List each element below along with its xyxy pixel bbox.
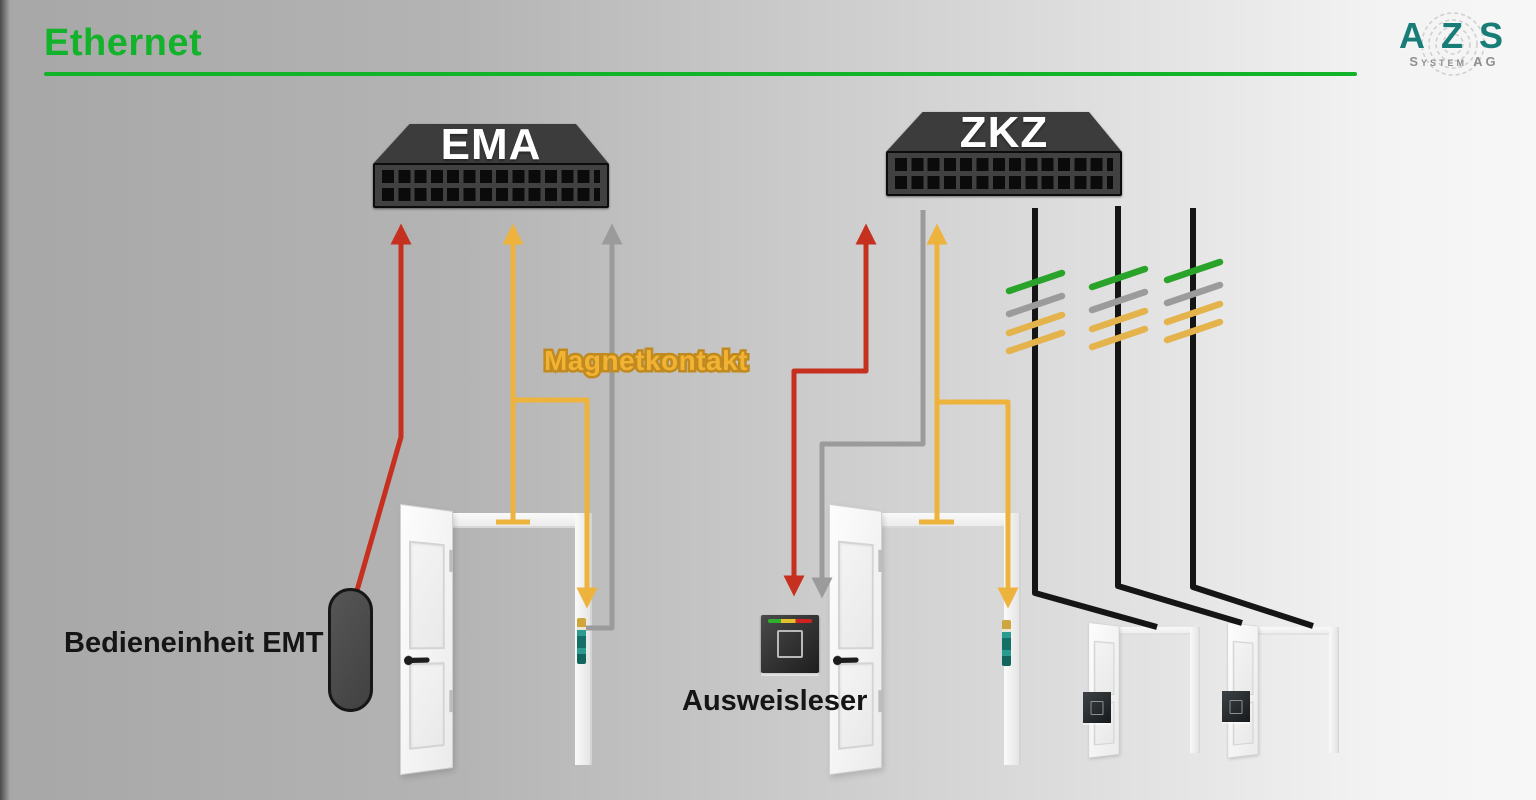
door-contact-zkz — [1002, 620, 1011, 666]
page-title: Ethernet — [44, 22, 203, 64]
bedieneinheit-device — [328, 588, 373, 712]
card-reader — [761, 615, 819, 673]
switch-ema-label: EMA — [440, 120, 542, 169]
wire-ema-bedieneinheit — [353, 223, 412, 595]
logo-subtitle-text: System AG — [1409, 54, 1499, 69]
trunk-line-2 — [1115, 206, 1243, 626]
card-reader-small-2 — [1222, 691, 1250, 722]
wire-zkz-ausweisleser — [783, 223, 877, 597]
fingerprint-icon — [1421, 12, 1485, 76]
door-contact-ema — [577, 618, 586, 664]
company-logo: AZS System AG — [1386, 12, 1522, 90]
wire-zkz-contact-branch — [937, 399, 1019, 609]
door-small-2 — [1227, 622, 1339, 759]
switch-zkz: ZKZ — [886, 108, 1122, 196]
port-row — [382, 188, 600, 201]
trunk-1-markers — [1005, 269, 1066, 355]
magnetkontakt-label: Magnetkontakt — [541, 343, 750, 379]
bedieneinheit-emt-label: Bedieneinheit EMT — [64, 627, 324, 659]
reader-target-area — [777, 630, 803, 658]
reader-led-strip — [768, 619, 812, 623]
ausweisleser-label: Ausweisleser — [682, 685, 868, 717]
logo-brand-text: AZS — [1399, 15, 1519, 56]
door-small-1 — [1088, 622, 1200, 759]
wire-ema-contact-branch — [513, 397, 598, 609]
title-underline — [44, 72, 1357, 76]
switch-zkz-label: ZKZ — [959, 108, 1049, 157]
wire-ema-doorcontact — [585, 223, 623, 631]
trunk-3-markers — [1163, 258, 1224, 344]
switch-ema: EMA — [373, 120, 609, 208]
card-reader-small-1 — [1083, 692, 1111, 723]
trunk-line-1 — [1032, 208, 1158, 630]
port-row — [895, 158, 1113, 171]
trunk-line-3 — [1190, 208, 1314, 629]
port-row — [895, 176, 1113, 189]
wire-zkz-gray — [811, 210, 926, 599]
trunk-2-markers — [1088, 265, 1149, 351]
port-row — [382, 170, 600, 183]
